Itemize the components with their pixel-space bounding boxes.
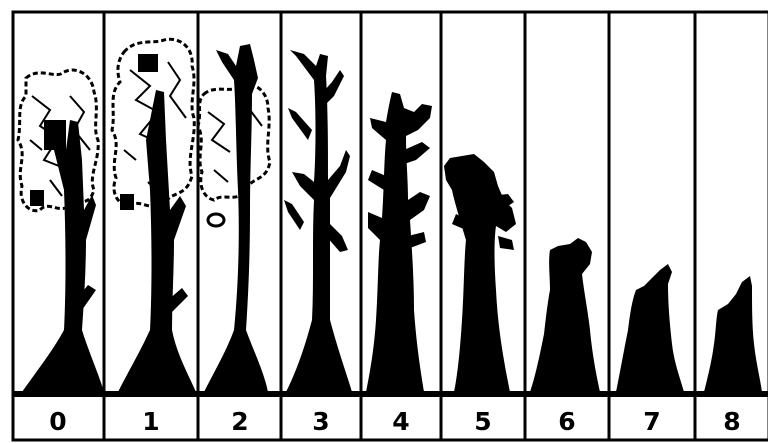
stage-labels: 0 1 2 3 4 5 6 7 8 xyxy=(49,407,740,436)
stage-label-7: 7 xyxy=(643,407,660,436)
stage-label-2: 2 xyxy=(231,407,248,436)
stage-label-0: 0 xyxy=(49,407,66,436)
stage-8-stump-silhouette xyxy=(704,276,762,392)
stage-label-8: 8 xyxy=(723,407,740,436)
stage-label-6: 6 xyxy=(558,407,575,436)
stage-label-5: 5 xyxy=(474,407,491,436)
stage-4-snag-silhouette xyxy=(366,92,432,392)
stage-0-tree-silhouette xyxy=(18,70,104,392)
stage-label-4: 4 xyxy=(392,407,409,436)
stage-label-3: 3 xyxy=(312,407,329,436)
stage-6-stump-silhouette xyxy=(530,238,600,392)
stage-2-tree-silhouette xyxy=(198,44,270,392)
stage-7-stump-silhouette xyxy=(616,264,684,392)
stage-5-snag-silhouette xyxy=(444,154,516,392)
stage-3-snag-silhouette xyxy=(284,50,352,392)
stage-1-tree-silhouette xyxy=(112,39,196,392)
stage-label-1: 1 xyxy=(142,407,159,436)
